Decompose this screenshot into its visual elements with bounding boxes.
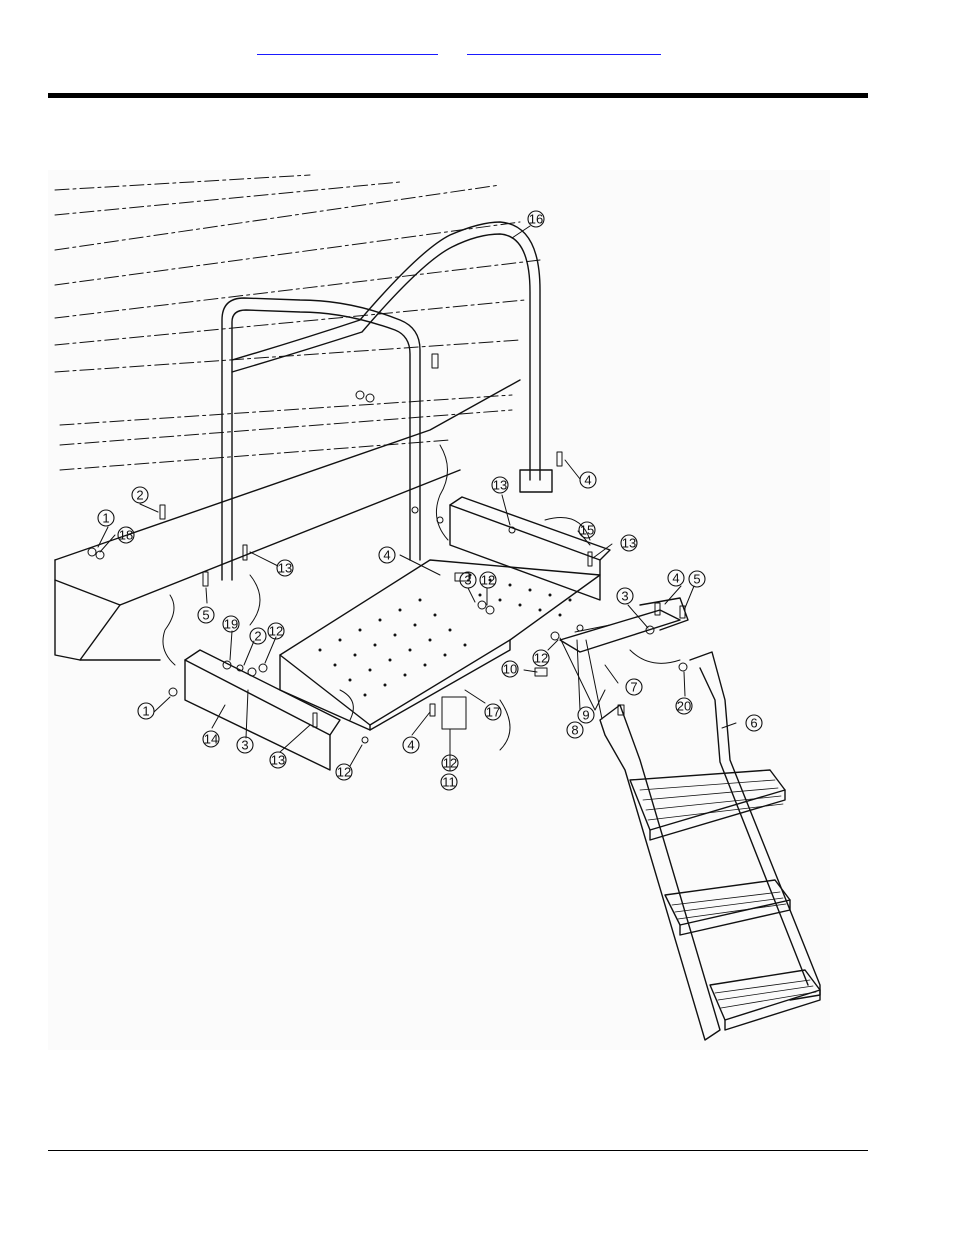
callout-label: 19 [224, 617, 238, 632]
callout-label: 18 [119, 528, 133, 543]
platform-frame [54, 174, 541, 471]
callout-label: 1 [142, 704, 149, 719]
fasteners [87, 353, 688, 744]
callout-label: 17 [486, 705, 500, 720]
callout-label: 4 [383, 548, 390, 563]
ladder-mount [559, 597, 689, 653]
callout-label: 13 [271, 753, 285, 768]
callout-label: 4 [584, 473, 591, 488]
callout-label: 13 [278, 561, 292, 576]
callout-label: 4 [407, 738, 414, 753]
callout-label: 12 [443, 756, 457, 771]
callout-label: 3 [464, 573, 471, 588]
callout-label: 12 [269, 624, 283, 639]
frame-beam-outline [54, 379, 521, 661]
callout-label: 11 [442, 775, 456, 790]
deck-perforations [318, 573, 572, 697]
callout-label: 10 [503, 662, 517, 677]
callout-label: 5 [202, 608, 209, 623]
callout-label: 9 [582, 708, 589, 723]
callout-label: 12 [534, 651, 548, 666]
deck-plate [279, 559, 601, 731]
header-rule [48, 93, 868, 98]
callout-label: 2 [136, 488, 143, 503]
right-bracket [449, 496, 611, 601]
header-link-1[interactable] [257, 38, 438, 55]
callout-label: 12 [337, 765, 351, 780]
header-link-2[interactable] [467, 38, 661, 55]
callout-label: 5 [693, 572, 700, 587]
callout-label: 16 [529, 212, 543, 227]
callout-label: 4 [672, 571, 679, 586]
callout-label: 8 [571, 723, 578, 738]
footer-rule [48, 1150, 868, 1151]
callout-label: 14 [204, 732, 218, 747]
callout-label: 1 [102, 511, 109, 526]
parts-diagram: 1 1 2 2 3 3 3 4 4 4 4 5 5 6 7 8 9 10 11 … [48, 170, 830, 1050]
ladder [599, 651, 821, 1041]
handrail [221, 221, 553, 581]
callout-label: 13 [622, 536, 636, 551]
callout-label: 3 [241, 738, 248, 753]
callout-label: 2 [254, 629, 261, 644]
callout-circles [97, 210, 763, 791]
callout-label: 13 [493, 478, 507, 493]
leader-lines [97, 225, 737, 772]
callout-label: 7 [630, 680, 637, 695]
left-bracket [184, 649, 341, 771]
break-lines [162, 444, 681, 751]
callout-label: 12 [481, 573, 495, 588]
callout-label: 20 [677, 699, 691, 714]
callout-label: 3 [621, 589, 628, 604]
callout-label: 6 [750, 716, 757, 731]
callout-label: 15 [580, 523, 594, 538]
